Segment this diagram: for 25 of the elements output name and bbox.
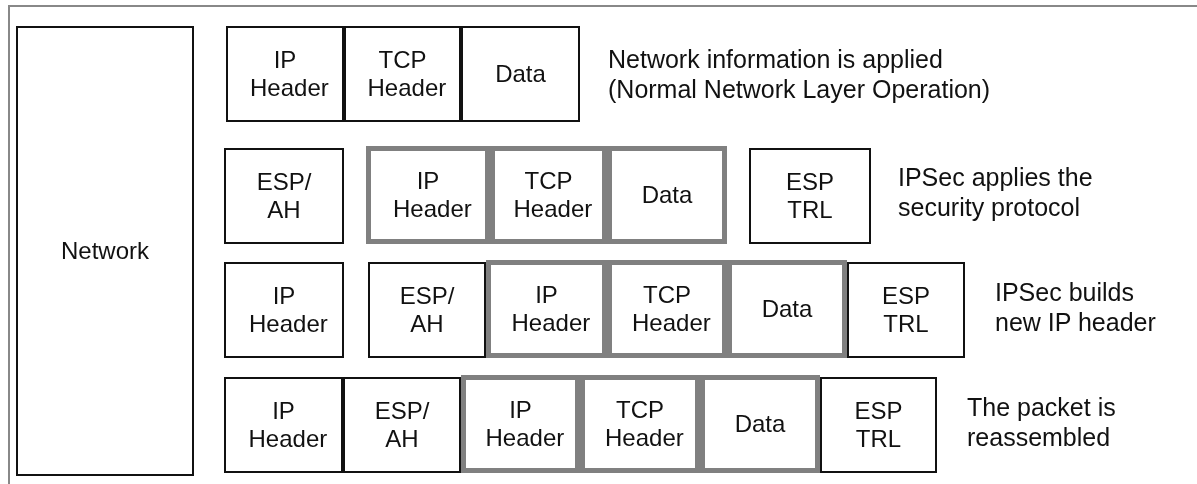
encapsulated-field: TCP Header xyxy=(607,260,727,358)
packet-field: ESP/ AH xyxy=(343,377,461,473)
step-description: Network information is applied (Normal Network Layer Operation) xyxy=(608,44,992,104)
encapsulated-field: TCP Header xyxy=(580,375,700,473)
network-box: Network xyxy=(16,26,194,476)
packet-field: IP Header xyxy=(224,377,343,473)
step-description: The packet is reassembled xyxy=(967,392,1117,452)
packet-field: IP Header xyxy=(226,26,344,122)
encapsulated-field: TCP Header xyxy=(490,146,607,244)
encapsulated-field: Data xyxy=(700,375,820,473)
packet-field: ESP TRL xyxy=(749,148,871,244)
encapsulated-field: IP Header xyxy=(486,260,607,358)
step-description: IPSec applies the security protocol xyxy=(898,162,1094,222)
encapsulated-field: Data xyxy=(607,146,727,244)
packet-field: ESP/ AH xyxy=(368,262,486,358)
packet-field: ESP/ AH xyxy=(224,148,344,244)
packet-field: ESP TRL xyxy=(847,262,965,358)
encapsulated-field: IP Header xyxy=(366,146,490,244)
packet-field: ESP TRL xyxy=(820,377,937,473)
packet-field: IP Header xyxy=(224,262,344,358)
packet-field: TCP Header xyxy=(344,26,461,122)
packet-field: Data xyxy=(461,26,580,122)
encapsulated-field: IP Header xyxy=(461,375,580,473)
encapsulated-field: Data xyxy=(727,260,847,358)
step-description: IPSec builds new IP header xyxy=(995,277,1157,337)
